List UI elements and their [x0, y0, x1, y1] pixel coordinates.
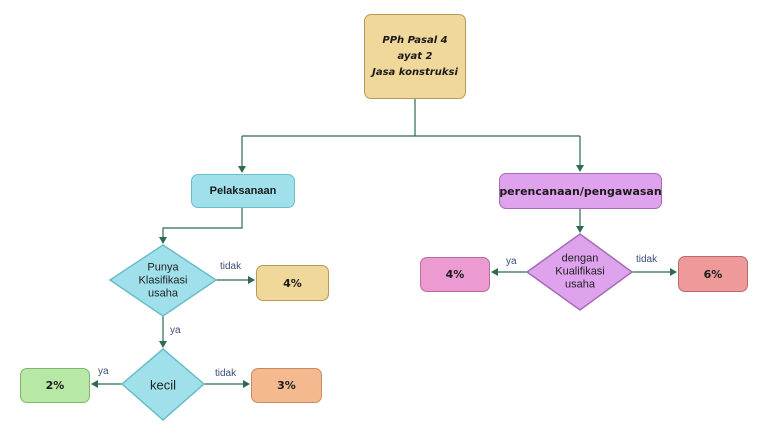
node-pelaksanaan: Pelaksanaan: [191, 174, 295, 208]
decision-klasifikasi-line-1: Punya: [147, 261, 179, 274]
decision-kecil-diamond: [120, 348, 206, 421]
decision-kualifikasi-line-2: Kualifikasi: [555, 265, 605, 278]
result-4-percent-left: 4%: [256, 265, 329, 301]
edge-label-kecil-ya: ya: [98, 366, 109, 377]
decision-klasifikasi-text: Punya Klasifikasi usaha: [139, 262, 188, 301]
decision-kualifikasi-text: dengan Kualifikasi usaha: [555, 253, 605, 292]
decision-kualifikasi-line-1: dengan: [561, 252, 599, 265]
result-4-percent-right: 4%: [420, 257, 490, 292]
root-line-2: ayat 2: [397, 50, 433, 62]
decision-klasifikasi-diamond: [108, 244, 218, 317]
edge-label-kualifikasi-ya: ya: [506, 256, 517, 267]
root-node-pph-pasal-4: PPh Pasal 4 ayat 2 Jasa konstruksi: [364, 14, 466, 99]
decision-klasifikasi-line-3: usaha: [148, 287, 178, 300]
decision-kualifikasi-diamond: [525, 233, 634, 311]
decision-klasifikasi-line-2: Klasifikasi: [138, 274, 188, 287]
decision-kecil-text: kecil: [149, 377, 177, 393]
root-line-1: PPh Pasal 4: [382, 34, 448, 46]
connector-pelaksanaan-to-klasifikasi: [159, 208, 243, 244]
edge-label-klasifikasi-ya: ya: [170, 325, 181, 336]
edge-label-klasifikasi-tidak: tidak: [220, 261, 242, 272]
edge-label-kecil-tidak: tidak: [215, 368, 237, 379]
result-3-percent: 3%: [251, 368, 322, 403]
node-perencanaan-pengawasan: perencanaan/pengawasan: [499, 173, 662, 209]
result-2-percent: 2%: [20, 368, 90, 403]
decision-kualifikasi-line-3: usaha: [565, 278, 595, 291]
edge-label-kualifikasi-tidak: tidak: [636, 254, 658, 265]
result-6-percent: 6%: [678, 256, 748, 292]
root-line-3: Jasa konstruksi: [372, 66, 458, 78]
